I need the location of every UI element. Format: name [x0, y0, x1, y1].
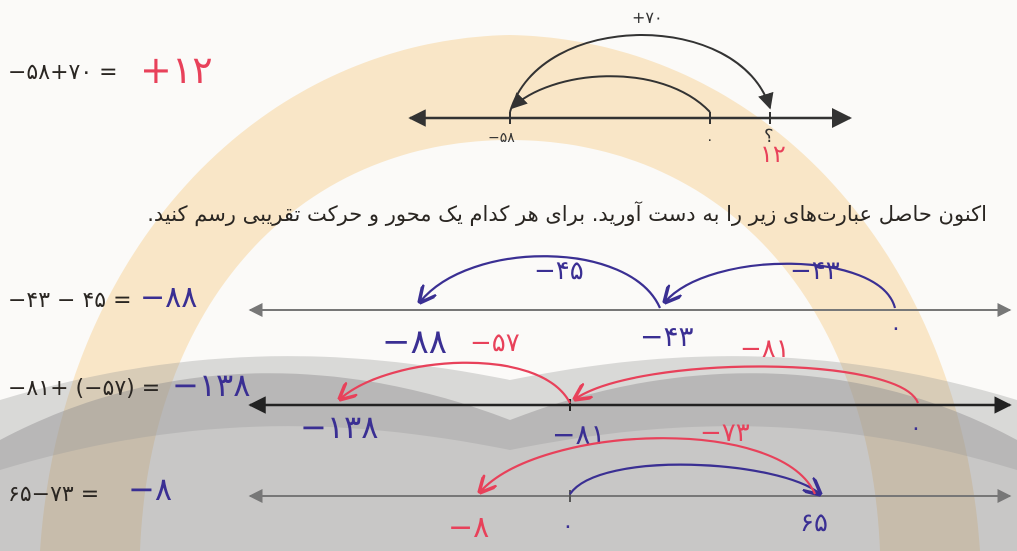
problem-3-expression: ۶۵−۷۳ = — [8, 482, 100, 507]
problem-2-point-2: −۱۳۸ — [300, 408, 379, 446]
example-answer: +۱۲ — [140, 48, 213, 92]
problem-1-point-2: −۸۸ — [382, 322, 448, 362]
problem-2-jump-1-label: −۸۱ — [740, 334, 790, 364]
problem-3-point-1: ۶۵ — [800, 508, 828, 538]
problem-1-jump-2-label: −۴۵ — [534, 256, 584, 286]
orange-arch — [40, 35, 980, 551]
problem-3-point-2: −۸ — [448, 510, 490, 545]
problem-3-zero-label: ۰ — [562, 514, 574, 539]
gray-book-left — [0, 373, 510, 551]
problem-1-jump-1-label: −۴۳ — [790, 256, 840, 286]
problem-2-zero-label: ۰ — [910, 416, 922, 441]
example-zero-label: ۰ — [706, 132, 714, 148]
problem-3-answer: −۸ — [128, 470, 172, 508]
problem-2-answer: −۱۳۸ — [172, 366, 251, 404]
problem-1-zero-label: ۰ — [890, 316, 902, 341]
problem-1-answer: −۸۸ — [140, 280, 198, 315]
gray-book-right — [510, 373, 1017, 551]
problem-1-number-line — [248, 255, 1012, 317]
problem-2-expression: −۸۱+ (−۵۷) = — [8, 376, 161, 401]
problem-3-number-line — [248, 437, 1012, 503]
example-expression: −۵۸+۷۰ = — [8, 60, 118, 85]
example-start-label: −۵۸ — [488, 130, 515, 146]
example-question-mark: ؟ — [764, 126, 774, 147]
problem-2-jump-2-label: −۵۷ — [470, 328, 520, 358]
problem-2-number-line — [248, 361, 1012, 414]
problem-1-expression: −۴۳ − ۴۵ = — [8, 288, 132, 313]
example-number-line — [408, 34, 852, 128]
example-result-label: ۱۲ — [760, 140, 786, 168]
instruction-text: اکنون حاصل عبارت‌های زیر را به دست آورید… — [147, 202, 987, 226]
problem-1-point-1: −۴۳ — [640, 320, 694, 353]
example-arc-label: +۷۰ — [632, 8, 663, 27]
